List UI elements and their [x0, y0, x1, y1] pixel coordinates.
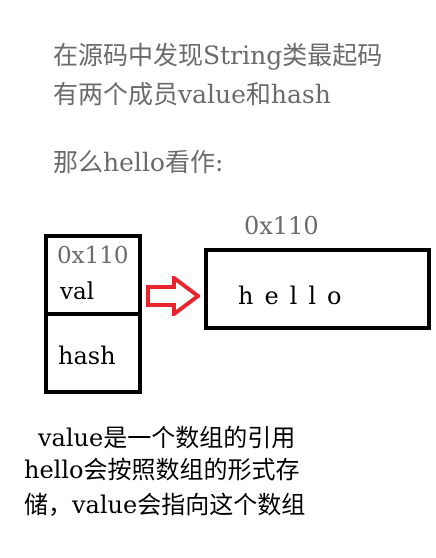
note-line-1: value是一个数组的引用 [38, 424, 296, 452]
field-val-label: val [60, 279, 95, 305]
intro-line-1: 在源码中发现String类最起码 [53, 41, 383, 70]
char-array-address: 0x110 [244, 212, 319, 240]
object-field-divider [44, 312, 140, 316]
hello-heading: 那么hello看作: [53, 148, 224, 177]
char-array-content: hello [238, 282, 353, 310]
intro-line-2: 有两个成员value和hash [53, 80, 331, 109]
note-line-2: hello会按照数组的形式存 [24, 456, 300, 484]
right-arrow-icon [146, 276, 200, 316]
note-line-3: 储，value会指向这个数组 [24, 491, 306, 519]
char-array-box [204, 248, 431, 330]
string-object-address: 0x110 [57, 243, 129, 269]
field-hash-label: hash [58, 342, 116, 370]
